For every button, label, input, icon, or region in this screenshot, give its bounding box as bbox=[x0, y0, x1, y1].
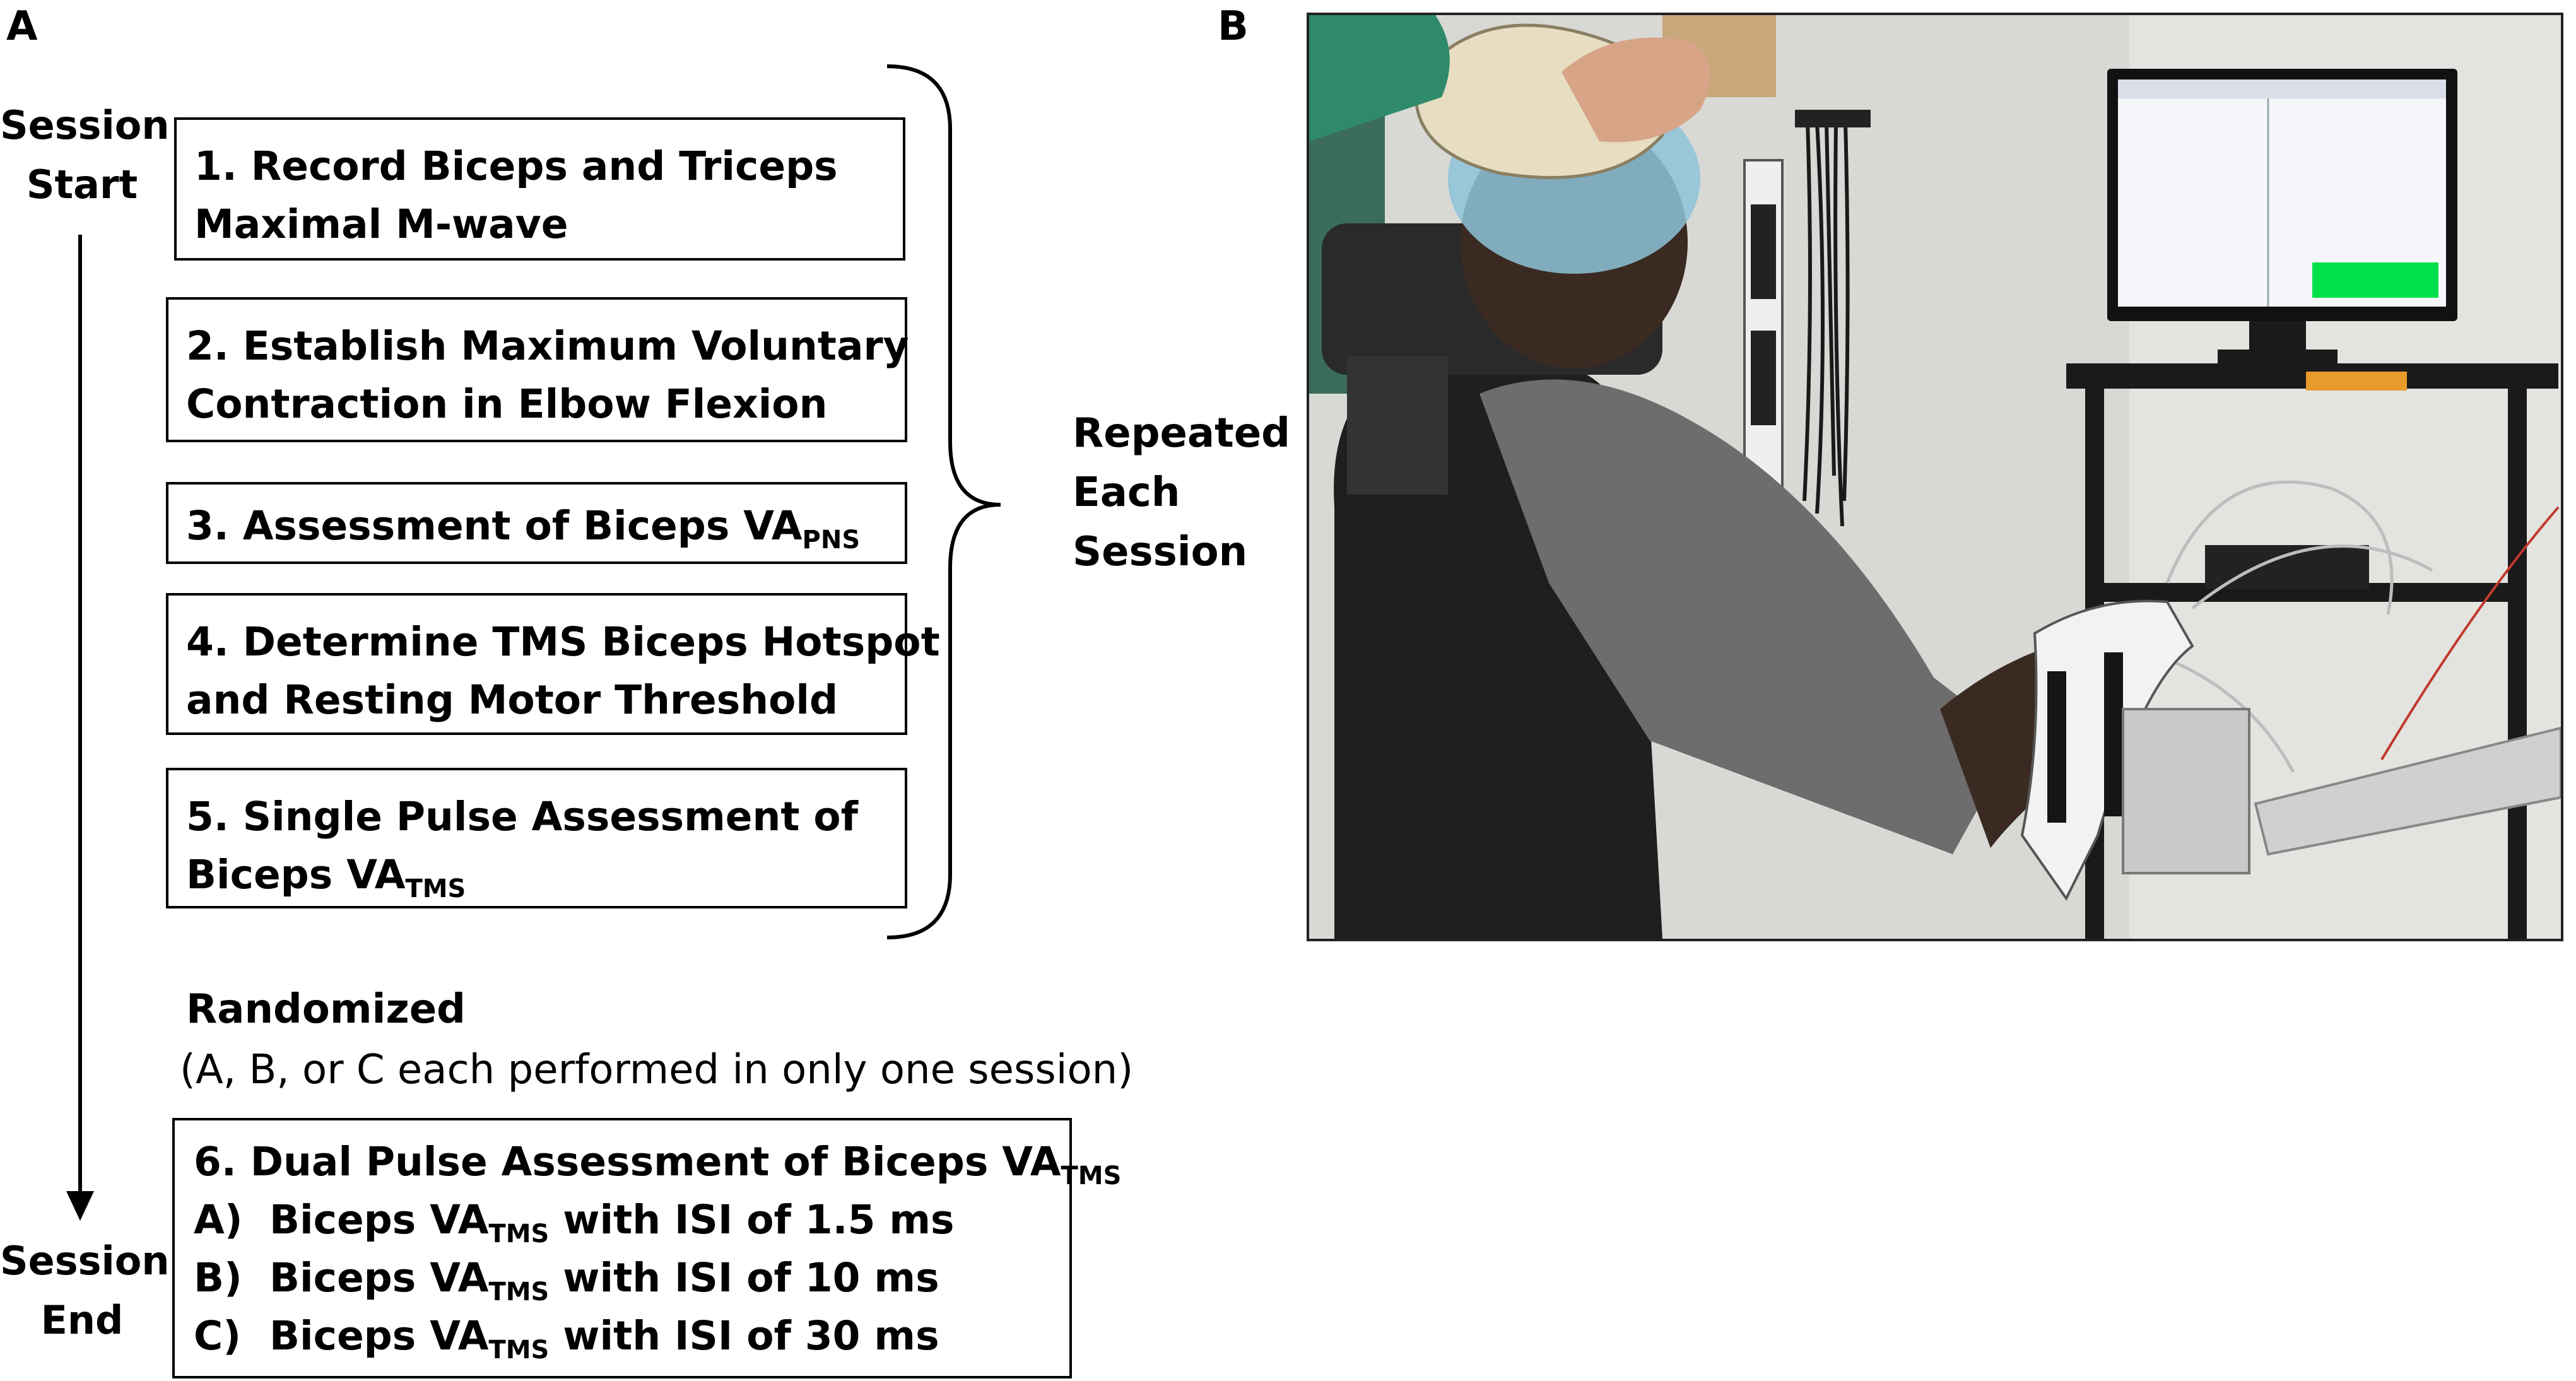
session-end-label: Session End bbox=[0, 1231, 170, 1350]
randomized-title: Randomized bbox=[186, 986, 466, 1033]
repeated-line3: Session bbox=[1073, 529, 1248, 575]
photo-monitor-green-bar bbox=[2312, 262, 2438, 298]
setup-photo bbox=[1307, 13, 2563, 941]
session-start-label: Session Start bbox=[0, 96, 170, 214]
randomized-note: (A, B, or C each performed in only one s… bbox=[180, 1047, 1134, 1093]
step-box-1: 1. Record Biceps and Triceps Maximal M-w… bbox=[174, 117, 905, 261]
photo-monitor-stand bbox=[2249, 321, 2306, 353]
timeline-arrow-head bbox=[66, 1191, 94, 1221]
step5-line2-main: Biceps VA bbox=[186, 852, 406, 898]
repeated-line1: Repeated bbox=[1073, 410, 1290, 457]
step2-line1: 2. Establish Maximum Voluntary bbox=[186, 323, 909, 369]
step6-option-c: C) Biceps VATMS with ISI of 30 ms bbox=[194, 1307, 1054, 1365]
step5-line2: Biceps VATMS bbox=[186, 846, 887, 904]
option-b-rest: with ISI of 10 ms bbox=[549, 1255, 939, 1301]
option-c-letter: C) bbox=[194, 1313, 242, 1359]
option-c-subscript: TMS bbox=[488, 1336, 550, 1365]
option-b-main: Biceps VA bbox=[269, 1255, 489, 1301]
step1-line2: Maximal M-wave bbox=[194, 201, 568, 247]
step-box-3: 3. Assessment of Biceps VAPNS bbox=[166, 482, 907, 564]
photo-cable-hook bbox=[1795, 110, 1871, 127]
option-a-main: Biceps VA bbox=[269, 1197, 489, 1243]
step4-line2: and Resting Motor Threshold bbox=[186, 677, 838, 723]
curly-brace bbox=[886, 64, 1001, 939]
step6-title-main: 6. Dual Pulse Assessment of Biceps VA bbox=[194, 1139, 1061, 1185]
step-box-2: 2. Establish Maximum Voluntary Contracti… bbox=[166, 297, 909, 442]
step1-line1: 1. Record Biceps and Triceps bbox=[194, 143, 838, 189]
photo-equipment-label bbox=[2306, 372, 2407, 391]
step6-title-subscript: TMS bbox=[1061, 1161, 1122, 1190]
option-a-subscript: TMS bbox=[488, 1219, 550, 1249]
session-start-line1: Session bbox=[0, 102, 170, 148]
step3-subscript: PNS bbox=[802, 526, 861, 555]
photo-device bbox=[2122, 708, 2250, 874]
step6-option-b: B) Biceps VATMS with ISI of 10 ms bbox=[194, 1249, 1054, 1307]
step5-line1: 5. Single Pulse Assessment of bbox=[186, 794, 859, 840]
step5-subscript: TMS bbox=[405, 874, 466, 903]
photo-hand bbox=[1561, 37, 1710, 143]
repeated-each-session-label: Repeated Each Session bbox=[1073, 404, 1290, 582]
panel-label-b: B bbox=[1218, 3, 1249, 50]
step2-line2: Contraction in Elbow Flexion bbox=[186, 381, 828, 427]
photo-operator-arm bbox=[1309, 15, 1450, 141]
panel-label-a: A bbox=[6, 3, 38, 50]
photo-person-shirt bbox=[1479, 379, 2016, 854]
step-box-4: 4. Determine TMS Biceps Hotspot and Rest… bbox=[166, 593, 940, 735]
step6-option-a: A) Biceps VATMS with ISI of 1.5 ms bbox=[194, 1191, 1054, 1249]
option-a-letter: A) bbox=[194, 1197, 243, 1243]
step4-line1: 4. Determine TMS Biceps Hotspot bbox=[186, 619, 940, 665]
option-b-letter: B) bbox=[194, 1255, 242, 1301]
option-c-rest: with ISI of 30 ms bbox=[549, 1313, 939, 1359]
step-box-5: 5. Single Pulse Assessment of Biceps VAT… bbox=[166, 768, 907, 908]
option-b-subscript: TMS bbox=[488, 1278, 550, 1307]
session-end-line1: Session bbox=[0, 1238, 170, 1284]
step6-title: 6. Dual Pulse Assessment of Biceps VATMS bbox=[194, 1133, 1121, 1191]
step3-line: 3. Assessment of Biceps VAPNS bbox=[186, 497, 887, 555]
option-a-rest: with ISI of 1.5 ms bbox=[549, 1197, 955, 1243]
option-c-main: Biceps VA bbox=[269, 1313, 489, 1359]
step-box-6: 6. Dual Pulse Assessment of Biceps VATMS… bbox=[172, 1118, 1121, 1378]
repeated-line2: Each bbox=[1073, 469, 1180, 516]
session-start-line2: Start bbox=[26, 162, 138, 208]
step3-text: 3. Assessment of Biceps VA bbox=[186, 503, 803, 549]
photo-device-rod bbox=[2254, 726, 2561, 856]
photo-wall-cables bbox=[1803, 122, 1850, 527]
setup-photo-illustration bbox=[1309, 15, 2561, 939]
session-end-line2: End bbox=[40, 1297, 124, 1343]
